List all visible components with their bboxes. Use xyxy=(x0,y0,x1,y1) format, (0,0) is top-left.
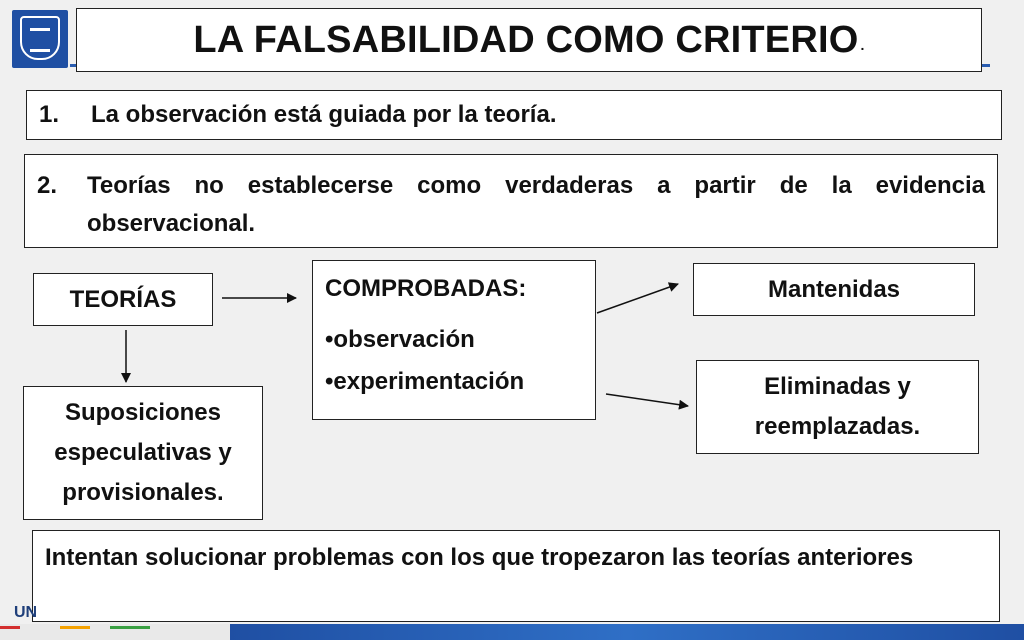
suposiciones-node: Suposiciones especulativas y provisional… xyxy=(23,386,263,520)
point-2-number: 2. xyxy=(37,172,58,199)
suposiciones-label: Suposiciones especulativas y provisional… xyxy=(54,399,232,506)
footer-brand: UN xyxy=(14,604,38,621)
comprobadas-header: COMPROBADAS: xyxy=(325,275,527,302)
eliminadas-label: Eliminadas y reemplazadas. xyxy=(754,373,921,440)
arrow-comprobadas-to-mantenidas xyxy=(596,282,679,314)
eliminadas-node: Eliminadas y reemplazadas. xyxy=(696,360,979,454)
teorias-label: TEORÍAS xyxy=(69,285,177,313)
point-1-number: 1. xyxy=(39,101,60,128)
comprobadas-item-experimentacion: experimentación xyxy=(333,368,525,395)
mantenidas-label: Mantenidas xyxy=(767,275,901,303)
point-1-text: La observación está guiada por la teoría… xyxy=(91,101,557,128)
slide-title-mark: . xyxy=(860,37,865,53)
comprobadas-list: observación experimentación xyxy=(325,319,595,403)
arrow-comprobadas-to-eliminadas xyxy=(605,393,689,410)
point-2-text: Teorías no establecerse como verdaderas … xyxy=(87,172,985,237)
point-2-box: 2. Teorías no establecerse como verdader… xyxy=(24,154,998,248)
teorias-node: TEORÍAS xyxy=(33,273,213,326)
university-logo-icon xyxy=(12,10,68,68)
point-1-box: 1. La observación está guiada por la teo… xyxy=(26,90,1002,140)
slide-title-text: LA FALSABILIDAD COMO CRITERIO xyxy=(193,18,859,61)
list-item: observación xyxy=(325,319,595,361)
mantenidas-node: Mantenidas xyxy=(693,263,975,316)
slide-title: LA FALSABILIDAD COMO CRITERIO. xyxy=(76,8,982,72)
footer-strip xyxy=(0,624,1024,640)
list-item: experimentación xyxy=(325,361,595,403)
bottom-note-text: Intentan solucionar problemas con los qu… xyxy=(45,544,914,571)
comprobadas-node: COMPROBADAS: observación experimentación xyxy=(312,260,596,420)
bottom-note-box: Intentan solucionar problemas con los qu… xyxy=(32,530,1000,622)
comprobadas-item-observacion: observación xyxy=(333,326,475,353)
